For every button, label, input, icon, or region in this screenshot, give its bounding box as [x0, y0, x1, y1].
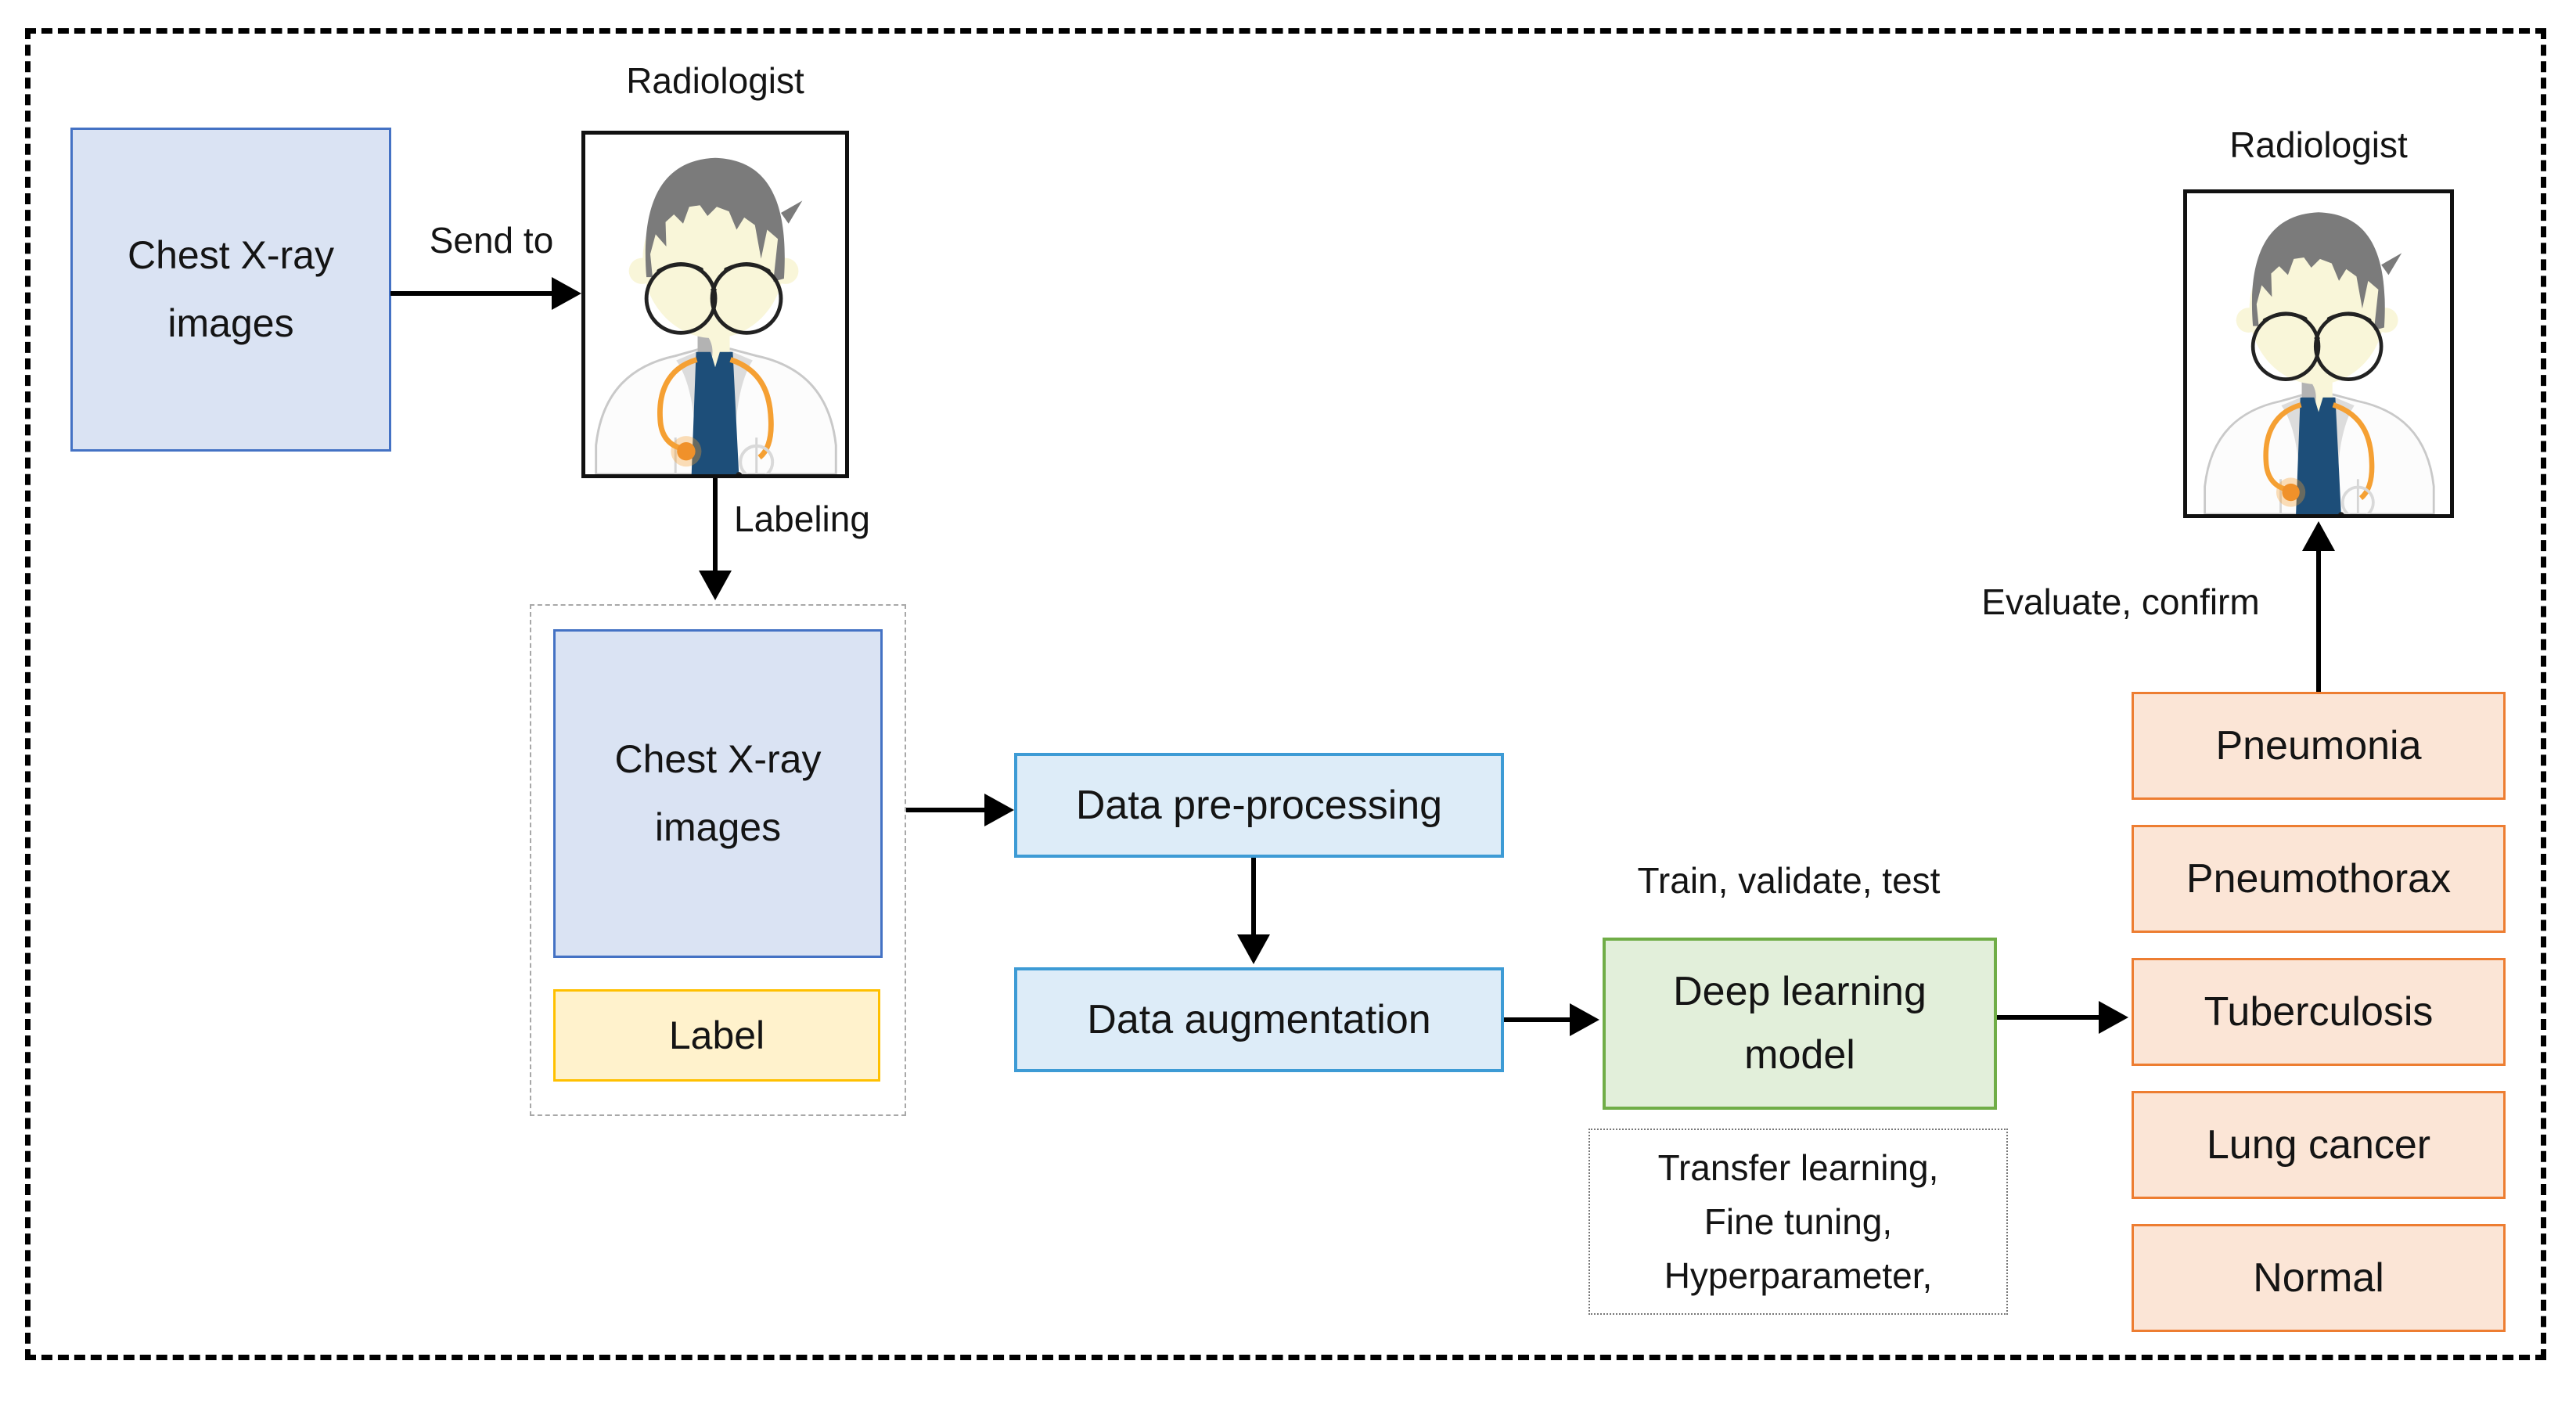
evaluate-arrow-head — [2302, 521, 2335, 551]
data-preprocessing-box: Data pre-processing — [1014, 753, 1504, 858]
radiologist-right-photo — [2183, 189, 2454, 518]
preprocessing-to-augmentation-arrow-head — [1237, 934, 1270, 964]
output-lung-cancer-box: Lung cancer — [2132, 1091, 2506, 1199]
evaluate-arrow-shaft — [2316, 549, 2321, 692]
output-pneumothorax-box: Pneumothorax — [2132, 825, 2506, 933]
radiologist-illustration — [585, 135, 845, 474]
evaluate-confirm-label: Evaluate, confirm — [1981, 581, 2260, 622]
model-techniques-notes-box: Transfer learning, Fine tuning, Hyperpar… — [1588, 1129, 2008, 1315]
dataset-to-preprocessing-arrow-head — [984, 794, 1014, 826]
model-to-outputs-arrow-shaft — [1997, 1015, 2100, 1020]
radiologist-left-title: Radiologist — [626, 60, 804, 101]
dataset-chest-xray-box: Chest X-ray images — [553, 629, 883, 958]
augmentation-to-model-arrow-head — [1570, 1003, 1599, 1036]
radiologist-left-photo — [581, 131, 849, 478]
augmentation-to-model-arrow-shaft — [1504, 1017, 1571, 1022]
radiologist-illustration — [2187, 193, 2450, 514]
output-tuberculosis-box: Tuberculosis — [2132, 958, 2506, 1066]
send-to-arrow-head — [552, 277, 581, 310]
labeling-label: Labeling — [734, 499, 870, 539]
send-to-label: Send to — [429, 220, 554, 261]
dataset-label-box: Label — [553, 989, 880, 1082]
train-validate-test-caption: Train, validate, test — [1637, 860, 1941, 901]
preprocessing-to-augmentation-arrow-shaft — [1251, 858, 1256, 936]
output-normal-box: Normal — [2132, 1224, 2506, 1332]
outer-dashed-border — [25, 28, 2546, 1360]
deep-learning-model-box: Deep learning model — [1603, 938, 1997, 1110]
chest-xray-source-box: Chest X-ray images — [70, 128, 391, 452]
output-pneumonia-box: Pneumonia — [2132, 692, 2506, 800]
radiologist-right-title: Radiologist — [2229, 124, 2408, 165]
labeling-arrow-head — [699, 571, 732, 600]
send-to-arrow-shaft — [390, 291, 556, 296]
data-augmentation-box: Data augmentation — [1014, 967, 1504, 1072]
labeling-arrow-shaft — [713, 478, 718, 574]
dataset-to-preprocessing-arrow-shaft — [906, 808, 986, 812]
model-to-outputs-arrow-head — [2099, 1001, 2128, 1034]
